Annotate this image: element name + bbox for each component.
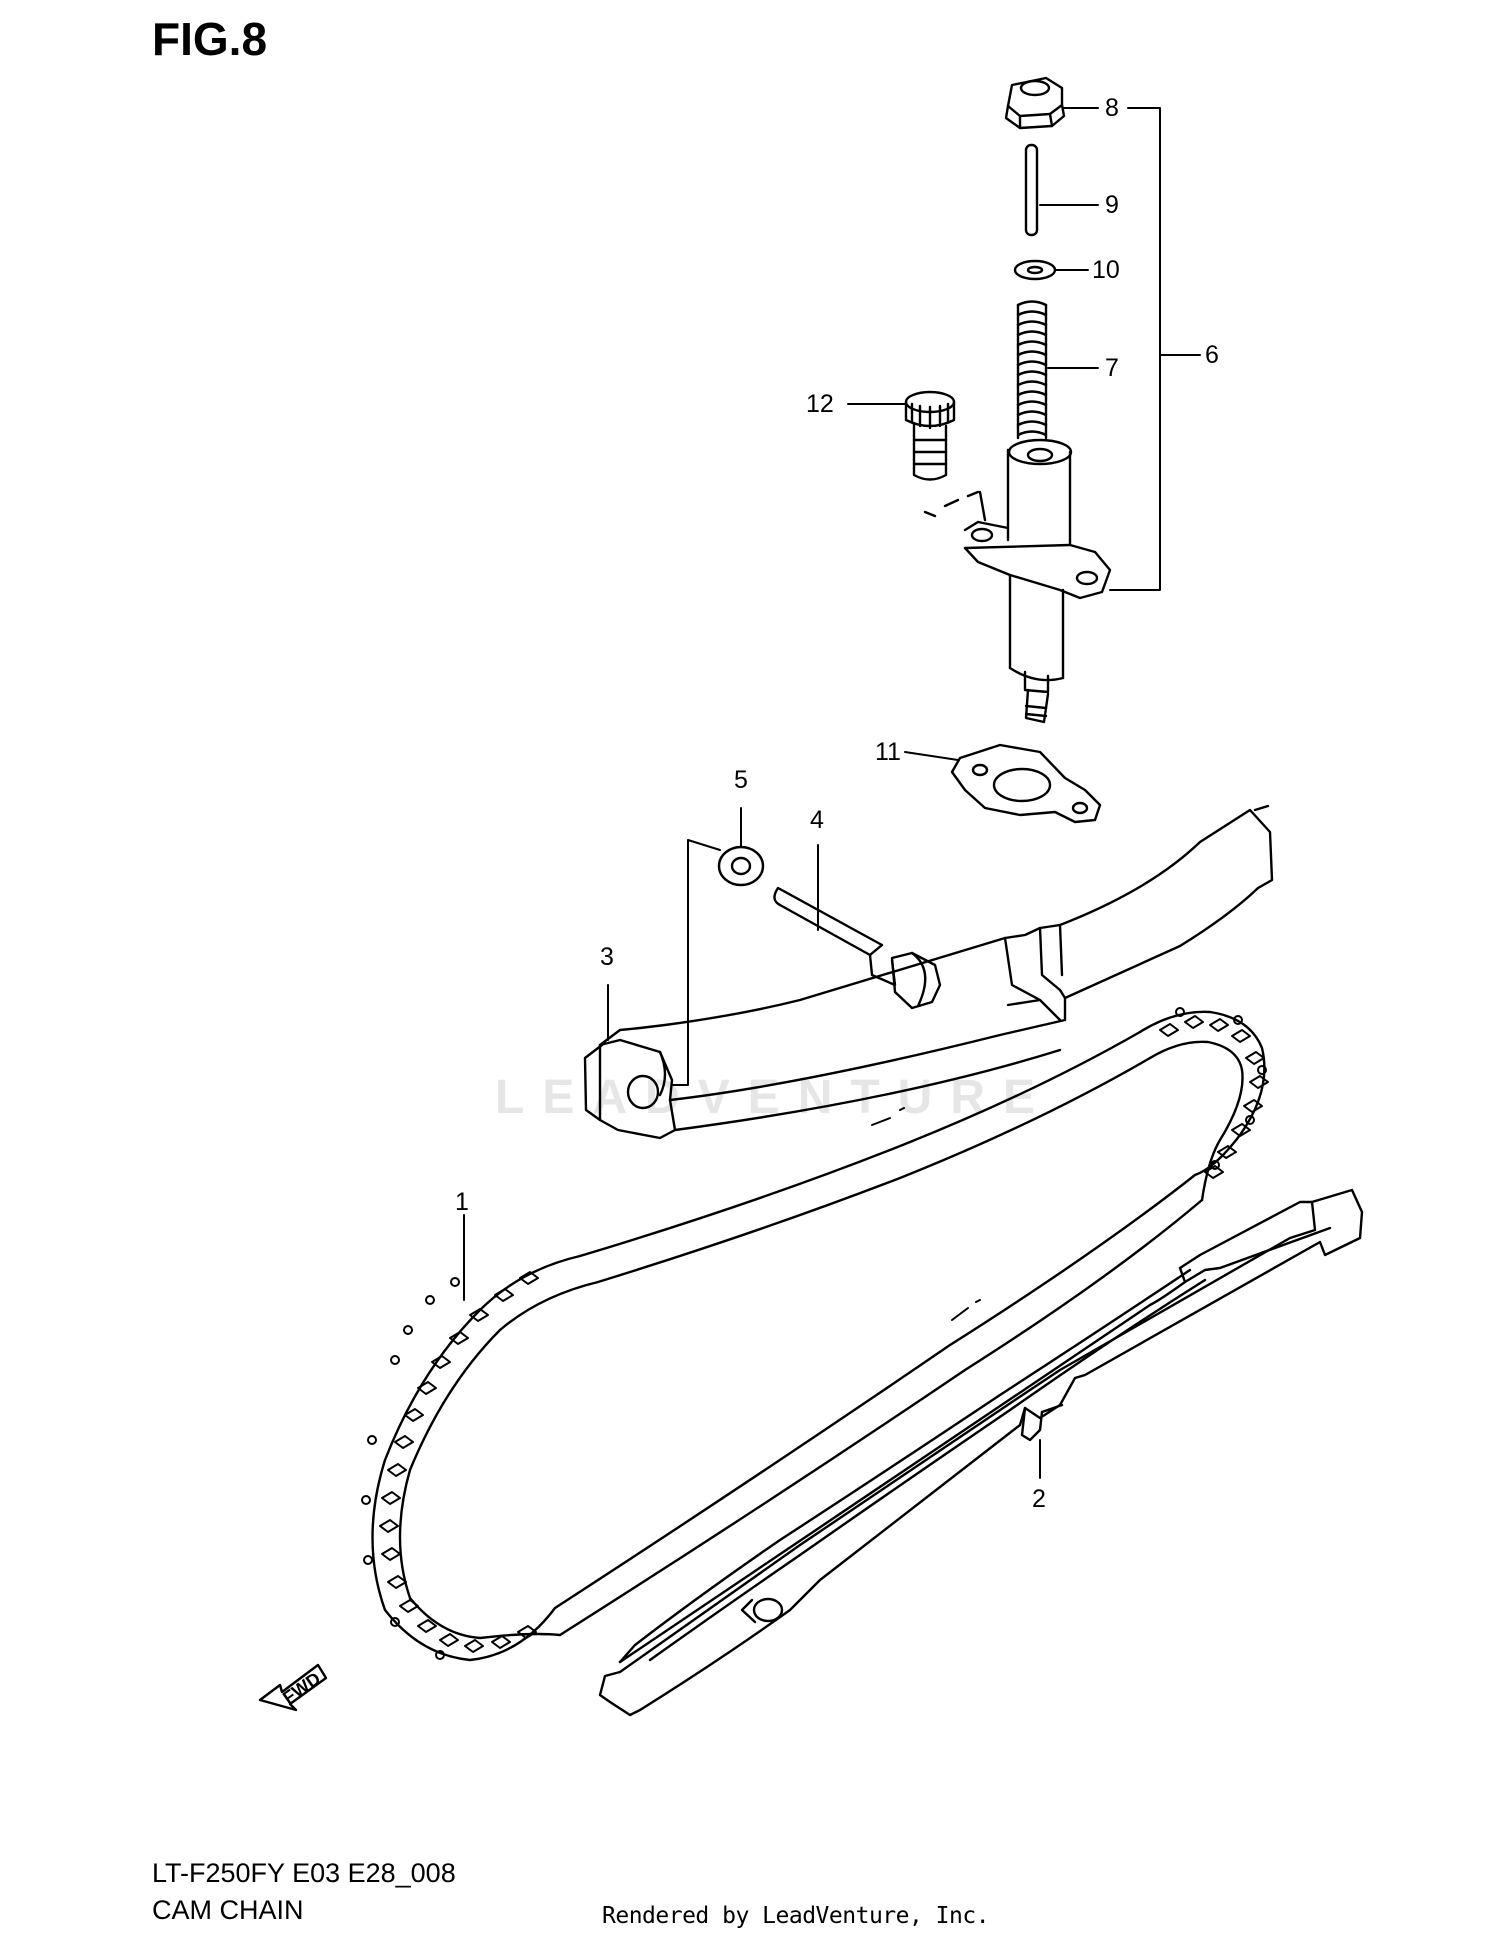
render-credit: Rendered by LeadVenture, Inc.: [602, 1903, 990, 1929]
guide-washer: [717, 845, 765, 887]
figure-title: FIG.8: [152, 13, 268, 65]
callout-10: 10: [1092, 256, 1120, 284]
cam-chain-guide: [598, 1188, 1364, 1717]
callout-11: 11: [875, 738, 901, 766]
callout-8: 8: [1105, 94, 1119, 122]
leader-lines: [463, 107, 1201, 1479]
callout-3: 3: [600, 943, 614, 971]
callout-5: 5: [734, 766, 748, 794]
section-title: CAM CHAIN: [152, 1895, 304, 1925]
callout-1: 1: [455, 1188, 469, 1216]
tensioner-push-rod: [1024, 143, 1039, 237]
guide-pivot-bolt: [773, 886, 942, 1010]
cam-chain-tensioner-body: [923, 438, 1112, 724]
cam-chain: [361, 1007, 1269, 1662]
callout-7: 7: [1105, 354, 1119, 382]
callout-6: 6: [1205, 341, 1219, 369]
tensioner-cap-bolt: [1004, 76, 1066, 130]
forward-direction-arrow: [258, 1663, 328, 1712]
callout-12: 12: [806, 390, 834, 418]
tensioner-mounting-bolt: [904, 390, 956, 481]
cam-chain-tensioner-guide: [583, 804, 1274, 1140]
callout-2: 2: [1032, 1485, 1046, 1513]
tensioner-gasket: [950, 743, 1102, 824]
tensioner-spring: [1016, 300, 1048, 440]
model-code: LT-F250FY E03 E28_008: [152, 1858, 456, 1888]
callout-4: 4: [810, 806, 824, 834]
callout-9: 9: [1105, 191, 1119, 219]
tensioner-washer: [1013, 259, 1057, 281]
